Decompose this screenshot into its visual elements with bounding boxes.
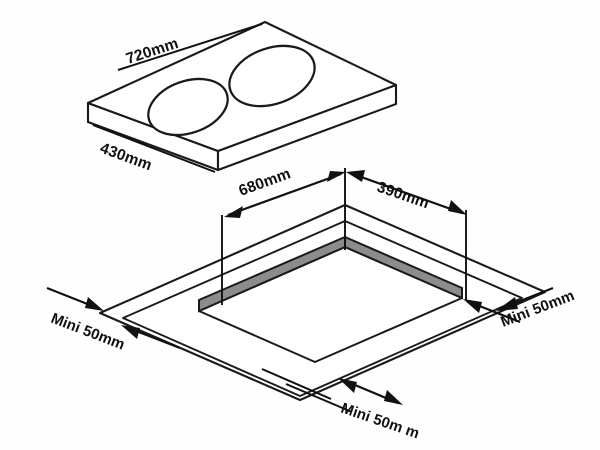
dimension-720mm-leader [117, 23, 263, 71]
dimension-390mm-label: 390mm [375, 179, 432, 213]
clearance-front-label: Mini 50m m [339, 400, 422, 443]
clearance-front-arrow-head-right [384, 390, 403, 405]
dimension-390mm-line [349, 171, 463, 215]
clearance-right-inner-arrow-head [463, 299, 482, 313]
clearance-front-leader-outer [261, 368, 332, 400]
burner-rear-right-icon [228, 44, 316, 108]
clearance-left-inner-arrow-head [121, 325, 140, 339]
dimension-680mm-arrow-left [224, 206, 243, 218]
dimension-680mm-arrow-right [327, 171, 346, 182]
dimension-390mm-arrow-right [448, 200, 467, 215]
dimension-430mm-leader [92, 124, 216, 173]
clearance-front-arrow-head-left [338, 378, 357, 393]
dimension-680mm: 680mm [224, 165, 346, 218]
clearance-right-arrow-head [496, 297, 518, 311]
clearance-boundary-outline [122, 220, 523, 397]
burner-front-left-icon [147, 77, 229, 137]
clearance-front: Mini 50m m [261, 368, 422, 443]
clearance-front-leader-inner [285, 383, 353, 413]
dimension-390mm: 390mm [346, 170, 467, 215]
countertop-cutout-group: 680mm 390mm Mini 50mm Mini 50mm [46, 165, 577, 443]
dimension-720mm-label: 720mm [124, 35, 181, 68]
dimension-390mm-arrow-left [346, 170, 365, 182]
clearance-left-arrow-head [85, 297, 104, 311]
cooktop-slab-group: 720mm 430mm [86, 20, 398, 174]
dimension-680mm-line [227, 172, 342, 217]
